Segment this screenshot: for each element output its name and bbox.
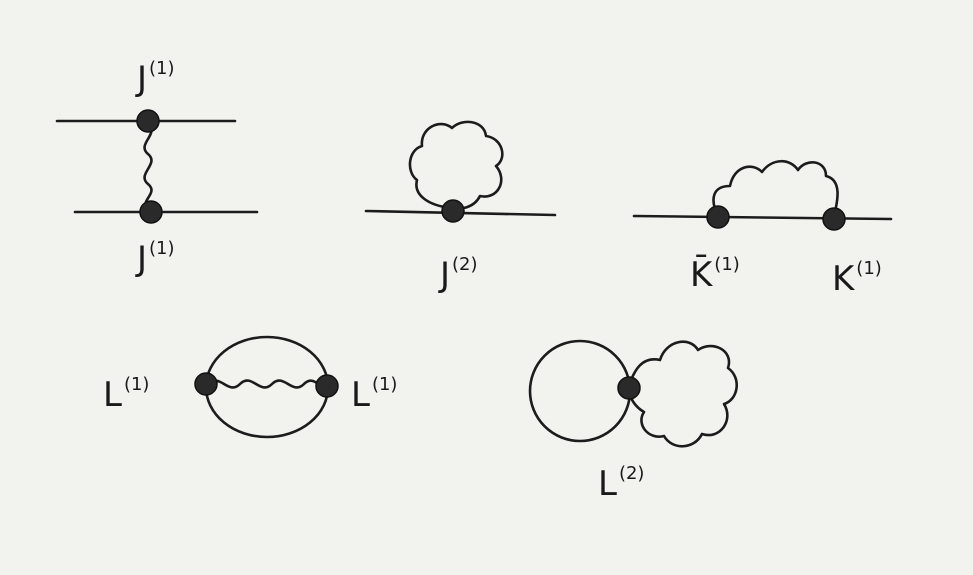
wavy-loop (626, 340, 738, 448)
label-l2: L(2) (598, 463, 645, 504)
label-k-bar: K̄(1) (690, 254, 740, 295)
right-vertex (315, 374, 339, 398)
wavy-arc (712, 159, 839, 218)
center-vertex (617, 376, 641, 400)
label-l1-left: L(1) (103, 374, 150, 415)
loop-vertex (441, 199, 465, 223)
label-j1-top: J(1) (137, 58, 175, 99)
right-vertex (822, 207, 846, 231)
wavy-interaction-line (143, 122, 153, 212)
wavy-loop (408, 120, 504, 210)
l1-bubble-diagram (194, 335, 339, 439)
label-l1-right: L(1) (351, 374, 398, 415)
left-vertex (194, 372, 218, 396)
bottom-vertex (139, 200, 163, 224)
j2-loop-diagram (364, 120, 557, 223)
left-vertex (706, 205, 730, 229)
l2-figure-eight-diagram (528, 339, 738, 448)
j1-exchange-diagram (55, 109, 259, 224)
top-vertex (136, 109, 160, 133)
k-self-energy-diagram (632, 159, 893, 231)
plain-loop (528, 339, 632, 443)
label-j2: J(2) (440, 254, 478, 295)
label-j1-bottom: J(1) (137, 238, 175, 279)
wavy-interaction-line (206, 379, 328, 389)
label-k: K(1) (832, 258, 882, 299)
propagator-line (632, 214, 893, 221)
